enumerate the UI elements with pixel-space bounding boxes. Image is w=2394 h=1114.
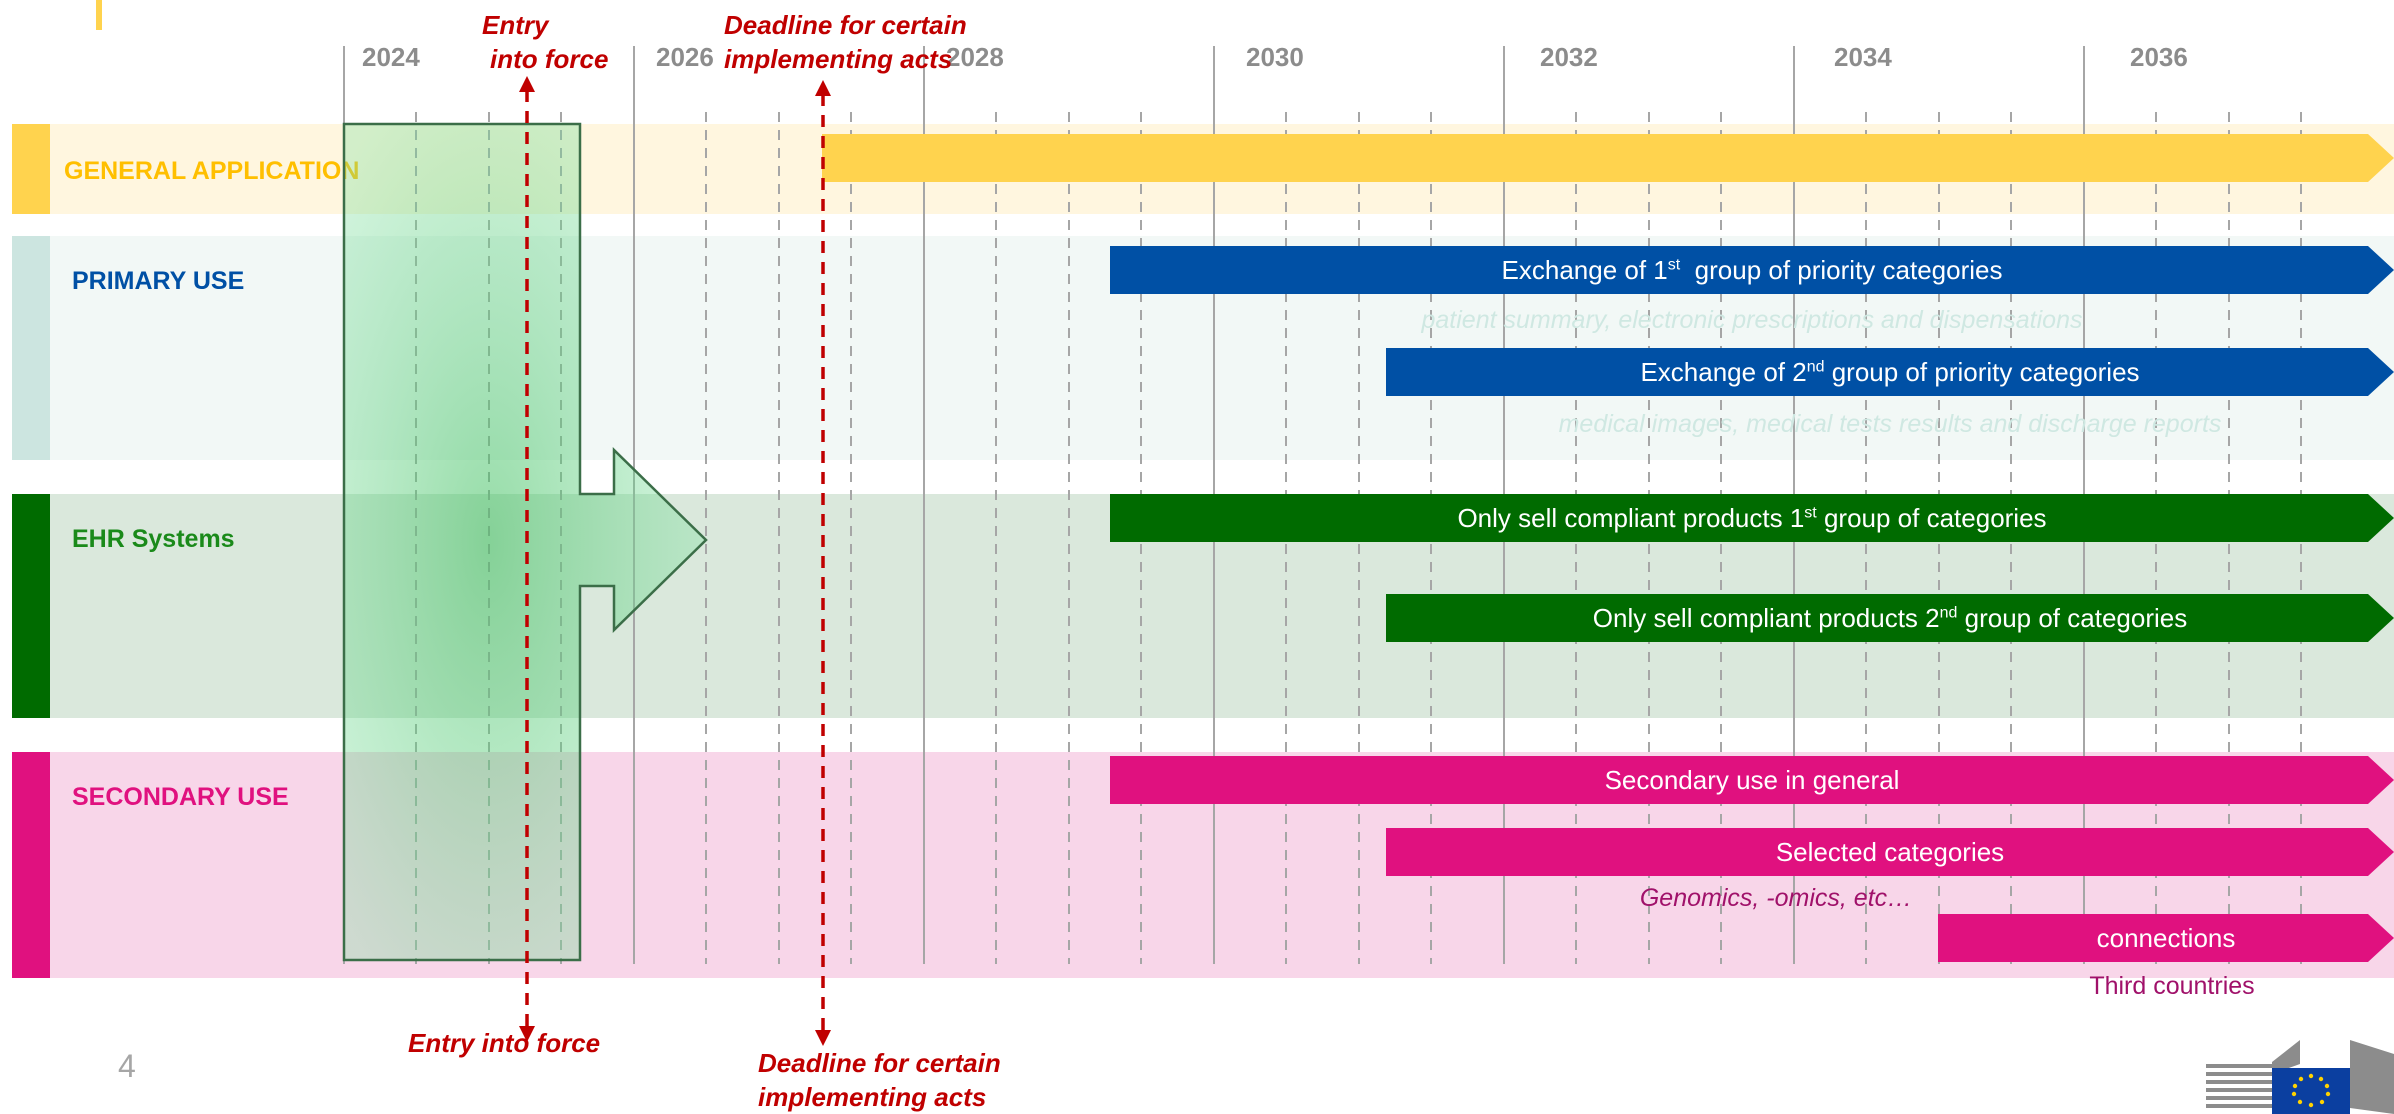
- ehr-group1-text: Only sell compliant products 1st group o…: [1457, 502, 2047, 533]
- secondary-selected-text: Selected categories: [1775, 836, 2005, 867]
- general-band-marker: [12, 124, 50, 214]
- ehr-group1-arrow: Only sell compliant products 1st group o…: [1110, 494, 2394, 542]
- primary-group2-arrow: Exchange of 2nd group of priority catego…: [1386, 348, 2394, 396]
- entry-into-force-bottom: Entry into force: [408, 1028, 601, 1058]
- primary-label: PRIMARY USE: [72, 267, 245, 295]
- secondary-selected-arrow: Selected categories: [1386, 828, 2394, 876]
- primary-group1-note: patient summary, electronic prescription…: [1421, 306, 2083, 334]
- ehr-label: EHR Systems: [72, 525, 235, 553]
- year-label: 2024: [362, 42, 420, 72]
- page-number: 4: [118, 1048, 136, 1084]
- deadline-bottom-line2: implementing acts: [758, 1082, 987, 1112]
- deadline-top-line2: implementing acts: [724, 44, 953, 74]
- primary-group2-note: medical images, medical tests results an…: [1558, 410, 2222, 438]
- deadline-top-line1: Deadline for certain: [724, 10, 967, 40]
- secondary-connections-note: Third countries: [2089, 972, 2255, 1000]
- deadline-bottom-line1: Deadline for certain: [758, 1048, 1001, 1078]
- primary-group1-text: Exchange of 1st group of priority catego…: [1501, 254, 2003, 285]
- secondary-general-arrow: Secondary use in general: [1110, 756, 2394, 804]
- ehr-band-marker: [12, 494, 50, 718]
- general-application-arrow: [822, 134, 2394, 182]
- secondary-label: SECONDARY USE: [72, 783, 289, 811]
- secondary-general-text: Secondary use in general: [1604, 764, 1900, 795]
- secondary-selected-note: Genomics, -omics, etc…: [1639, 884, 1913, 912]
- year-label: 2026: [656, 42, 714, 72]
- secondary-connections-text: connections: [2096, 922, 2236, 953]
- year-label: 2030: [1246, 42, 1304, 72]
- primary-group1-arrow: Exchange of 1st group of priority catego…: [1110, 246, 2394, 294]
- secondary-band-marker: [12, 752, 50, 978]
- year-label: 2032: [1540, 42, 1598, 72]
- accent-mark: [96, 0, 102, 30]
- year-label: 2034: [1834, 42, 1892, 72]
- ehr-group2-text: Only sell compliant products 2nd group o…: [1592, 602, 2188, 633]
- general-label: GENERAL APPLICATION: [64, 157, 360, 185]
- eu-commission-logo-icon: [2206, 1040, 2394, 1114]
- year-label: 2036: [2130, 42, 2188, 72]
- ehr-group2-arrow: Only sell compliant products 2nd group o…: [1386, 594, 2394, 642]
- entry-into-force-top-line2: into force: [490, 44, 609, 74]
- secondary-connections-arrow: connections: [1938, 914, 2394, 962]
- year-label: 2028: [946, 42, 1004, 72]
- primary-band-marker: [12, 236, 50, 460]
- primary-group2-text: Exchange of 2nd group of priority catego…: [1640, 356, 2140, 387]
- entry-into-force-top-line1: Entry: [482, 10, 549, 40]
